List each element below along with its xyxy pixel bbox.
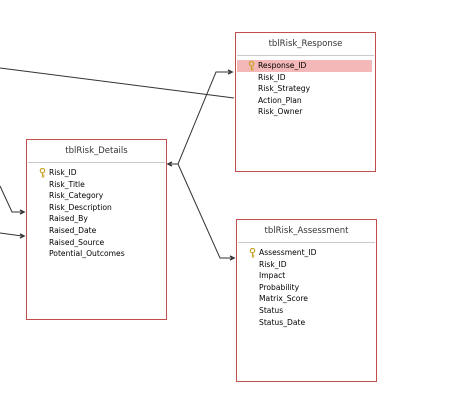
connector-mark [19,233,26,239]
field-label: Potential_Outcomes [49,249,125,259]
relationship-lines [0,67,236,261]
field-row[interactable]: Risk_Description [27,202,166,214]
field-label: Response_ID [258,61,307,70]
relationship-line-response[interactable] [170,71,230,165]
key-icon [248,61,255,71]
field-label: Raised_Source [49,237,105,247]
field-row[interactable]: Risk_ID [27,167,166,179]
field-label: Assessment_ID [259,248,317,257]
field-row[interactable]: Risk_Strategy [236,83,375,95]
field-row[interactable]: Status [237,305,376,317]
table-risk-response-title[interactable]: tblRisk_Response [237,33,374,56]
field-row[interactable]: Potential_Outcomes [27,248,166,260]
field-row[interactable]: Risk_ID [237,259,376,271]
field-label: Raised_Date [49,225,97,235]
relationship-line-assessment[interactable] [177,163,232,259]
field-row[interactable]: Action_Plan [236,95,375,107]
field-row[interactable]: Raised_By [27,213,166,225]
field-row[interactable]: Probability [237,282,376,294]
connector-mark [19,209,26,215]
field-label: Raised_By [49,214,88,224]
field-label: Status [259,305,284,315]
table-risk-details-title[interactable]: tblRisk_Details [28,140,165,163]
field-row[interactable]: Impact [237,270,376,282]
field-label: Risk_Title [49,179,85,189]
relationship-line-external-bottom[interactable] [0,232,23,237]
table-risk-response[interactable]: tblRisk_Response Response_ID Risk_ID Risk_… [235,32,376,172]
field-label: Risk_ID [259,259,287,269]
table-risk-assessment-title[interactable]: tblRisk_Assessment [238,220,375,243]
key-icon [39,168,46,178]
field-row[interactable]: Response_ID [237,60,372,72]
key-icon [249,248,256,258]
field-label: Risk_ID [49,168,77,177]
field-label: Action_Plan [258,95,302,105]
field-label: Risk_Strategy [258,84,311,94]
field-label: Impact [259,271,286,281]
table-risk-assessment[interactable]: tblRisk_Assessment Assessment_ID Risk_ID I… [236,219,377,382]
field-row[interactable]: Risk_Owner [236,106,375,118]
field-row[interactable]: Raised_Source [27,237,166,249]
field-row[interactable]: Raised_Date [27,225,166,237]
field-row[interactable]: Matrix_Score [237,293,376,305]
relationship-line-external-top[interactable] [0,67,235,99]
field-row[interactable]: Risk_Title [27,179,166,191]
field-label: Matrix_Score [259,294,308,304]
connector-mark [166,161,173,167]
connector-mark [227,69,234,75]
field-label: Risk_Category [49,191,104,201]
field-label: Risk_Description [49,202,112,212]
field-label: Probability [259,282,300,292]
connector-mark [229,255,236,261]
field-row[interactable]: Status_Date [237,317,376,329]
field-row[interactable]: Assessment_ID [237,247,376,259]
relationship-line-external-mid[interactable] [0,185,22,213]
field-label: Risk_ID [258,72,286,82]
field-label: Risk_Owner [258,107,303,117]
field-row[interactable]: Risk_Category [27,190,166,202]
field-label: Status_Date [259,317,306,327]
field-row[interactable]: Risk_ID [236,72,375,84]
